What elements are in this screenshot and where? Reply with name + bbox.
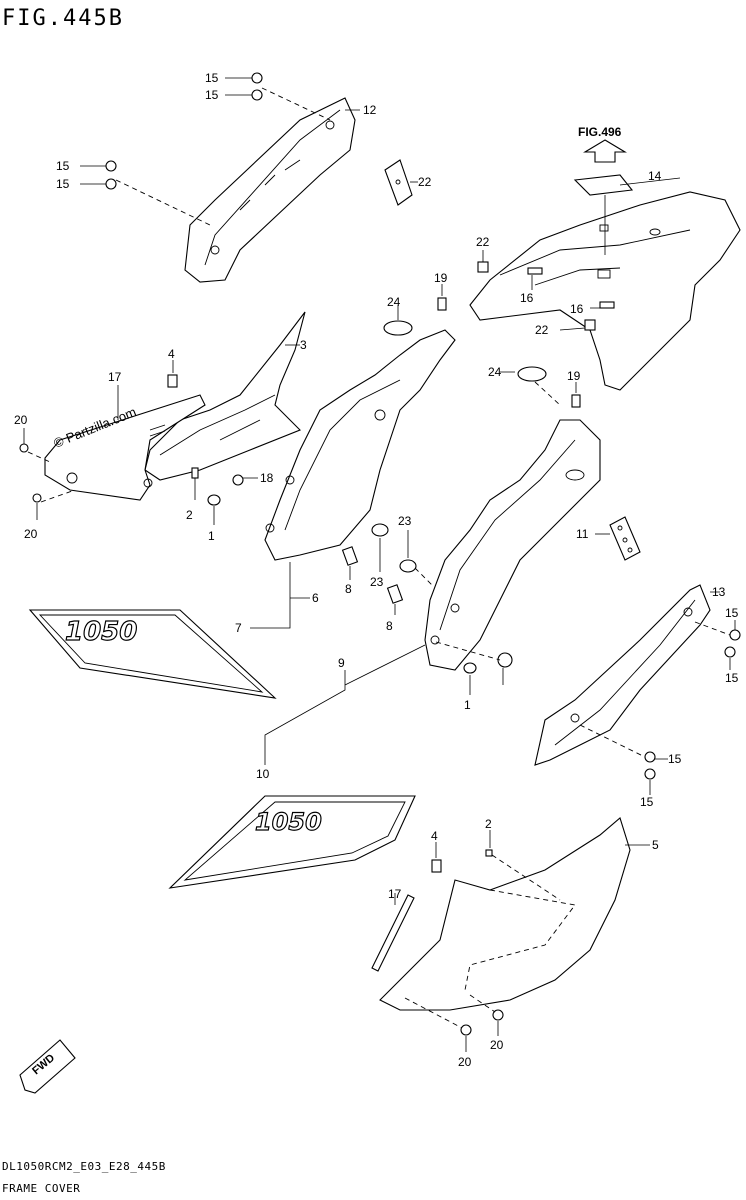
part-8-spacer-b[interactable]	[386, 584, 404, 604]
part-19-screw-upper[interactable]	[437, 297, 447, 311]
part-14-rear-cover[interactable]	[469, 191, 741, 391]
part-8-spacer-a[interactable]	[341, 546, 359, 566]
figure-title: FIG.445B	[2, 6, 124, 31]
label-15c: 15	[56, 159, 70, 173]
part-19-screw-right[interactable]	[571, 394, 581, 408]
label-10: 10	[256, 767, 270, 781]
part-20-screw-c[interactable]	[460, 1024, 472, 1036]
part-15-bolt-g[interactable]	[644, 751, 656, 763]
label-23b: 23	[398, 514, 412, 528]
up-arrow-icon	[583, 139, 627, 163]
label-15e: 15	[725, 606, 739, 620]
label-17a: 17	[108, 370, 122, 384]
part-17-trim-upper[interactable]	[44, 394, 206, 501]
label-22a: 22	[418, 175, 432, 189]
label-19b: 19	[567, 369, 581, 383]
part-3-side-panel[interactable]	[144, 311, 306, 481]
label-18: 18	[260, 471, 274, 485]
label-4a: 4	[168, 347, 175, 361]
label-8a: 8	[345, 582, 352, 596]
label-15g: 15	[668, 752, 682, 766]
label-22c: 22	[535, 323, 549, 337]
label-23a: 23	[370, 575, 384, 589]
label-5: 5	[652, 838, 659, 852]
label-15h: 15	[640, 795, 654, 809]
part-22-cushion-b[interactable]	[477, 261, 489, 273]
part-15-bolt-h[interactable]	[644, 768, 656, 780]
label-16b: 16	[570, 302, 584, 316]
part-22-cushion-c[interactable]	[584, 319, 596, 331]
label-15d: 15	[56, 177, 70, 191]
label-17b: 17	[388, 887, 402, 901]
label-3: 3	[300, 338, 307, 352]
part-12-bracket[interactable]	[184, 97, 356, 283]
decal-7-text: 1050	[65, 617, 137, 647]
label-12: 12	[363, 103, 377, 117]
part-24-grommet-right[interactable]	[517, 366, 547, 382]
label-14: 14	[648, 169, 662, 183]
part-4-clip-upper[interactable]	[167, 374, 178, 388]
part-6-frame-cover-left[interactable]	[264, 329, 456, 561]
part-17-trim-lower[interactable]	[371, 894, 415, 972]
part-9-frame-cover-right[interactable]	[424, 419, 601, 671]
bolts-15-upper[interactable]	[105, 72, 263, 190]
part-21-screw[interactable]	[497, 652, 513, 668]
label-22b: 22	[476, 235, 490, 249]
footer-name: FRAME COVER	[2, 1182, 81, 1195]
part-1-grommet-upper[interactable]	[207, 494, 221, 506]
part-23-washer-b[interactable]	[399, 559, 417, 573]
part-4-clip-lower[interactable]	[431, 859, 442, 873]
part-22-cushion[interactable]	[384, 159, 413, 206]
part-7-decal[interactable]: 1050	[28, 609, 277, 699]
part-15-bolt-f[interactable]	[724, 646, 736, 658]
label-11: 11	[576, 527, 589, 541]
label-13: 13	[712, 585, 726, 599]
part-1-grommet-lower[interactable]	[463, 662, 477, 674]
label-20c: 20	[458, 1055, 472, 1069]
fig-496-reference[interactable]: FIG.496	[578, 125, 622, 139]
label-1a: 1	[208, 529, 215, 543]
decal-10-text: 1050	[255, 808, 322, 836]
part-24-grommet-upper[interactable]	[383, 320, 413, 336]
part-2-clip-upper[interactable]	[191, 467, 199, 479]
part-5-side-panel[interactable]	[379, 817, 631, 1011]
part-20-screw-d[interactable]	[492, 1009, 504, 1021]
label-9: 9	[338, 656, 345, 670]
part-20-screw-b[interactable]	[32, 493, 42, 503]
label-24b: 24	[488, 365, 502, 379]
label-19a: 19	[434, 271, 448, 285]
label-15f: 15	[725, 671, 739, 685]
label-20a: 20	[14, 413, 28, 427]
part-18-screw[interactable]	[232, 474, 244, 486]
label-7: 7	[235, 621, 242, 635]
label-24a: 24	[387, 295, 401, 309]
label-15b: 15	[205, 88, 219, 102]
label-15a: 15	[205, 71, 219, 85]
label-6: 6	[312, 591, 319, 605]
label-20b: 20	[24, 527, 38, 541]
part-13-bracket[interactable]	[534, 584, 711, 766]
footer-code: DL1050RCM2_E03_E28_445B	[2, 1160, 166, 1173]
label-4b: 4	[431, 829, 438, 843]
label-1b: 1	[464, 698, 471, 712]
part-23-washer-a[interactable]	[371, 523, 389, 537]
label-2a: 2	[186, 508, 193, 522]
part-11-cushion[interactable]	[609, 516, 641, 561]
part-16-tape-b[interactable]	[599, 301, 615, 309]
label-8b: 8	[386, 619, 393, 633]
part-14-sticker	[573, 174, 634, 196]
part-2-clip-lower[interactable]	[485, 849, 493, 857]
part-20-screw-a[interactable]	[19, 443, 29, 453]
label-16a: 16	[520, 291, 534, 305]
label-20d: 20	[490, 1038, 504, 1052]
label-2b: 2	[485, 817, 492, 831]
fwd-direction-arrow-icon: FWD	[19, 1039, 76, 1094]
part-15-bolt-e[interactable]	[729, 629, 741, 641]
part-10-decal[interactable]: 1050	[168, 795, 416, 889]
part-16-tape-a[interactable]	[527, 267, 543, 275]
